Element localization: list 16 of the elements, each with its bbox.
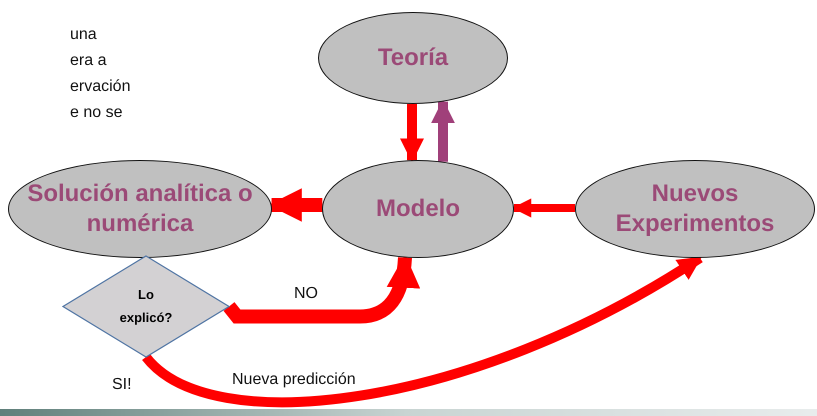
block-arrow bbox=[400, 104, 424, 162]
decision-text: Lo explicó? bbox=[118, 286, 174, 327]
node-title: Modelo bbox=[376, 194, 460, 224]
text-label: una bbox=[70, 27, 97, 43]
edge-label: SI! bbox=[112, 377, 132, 393]
edge-label: NO bbox=[294, 286, 318, 302]
text-label: ervación bbox=[70, 79, 130, 95]
node-title: Teoría bbox=[378, 43, 448, 73]
block-arrow bbox=[431, 99, 455, 162]
node-title: Nuevos Experimentos bbox=[614, 179, 776, 239]
decision-diamond bbox=[62, 255, 230, 358]
text-label: e no se bbox=[70, 105, 122, 121]
text-label: era a bbox=[70, 53, 106, 69]
text-label: Nueva predicción bbox=[232, 372, 356, 388]
node-title: Solución analítica o numérica bbox=[27, 179, 253, 239]
block-arrow bbox=[512, 198, 576, 218]
